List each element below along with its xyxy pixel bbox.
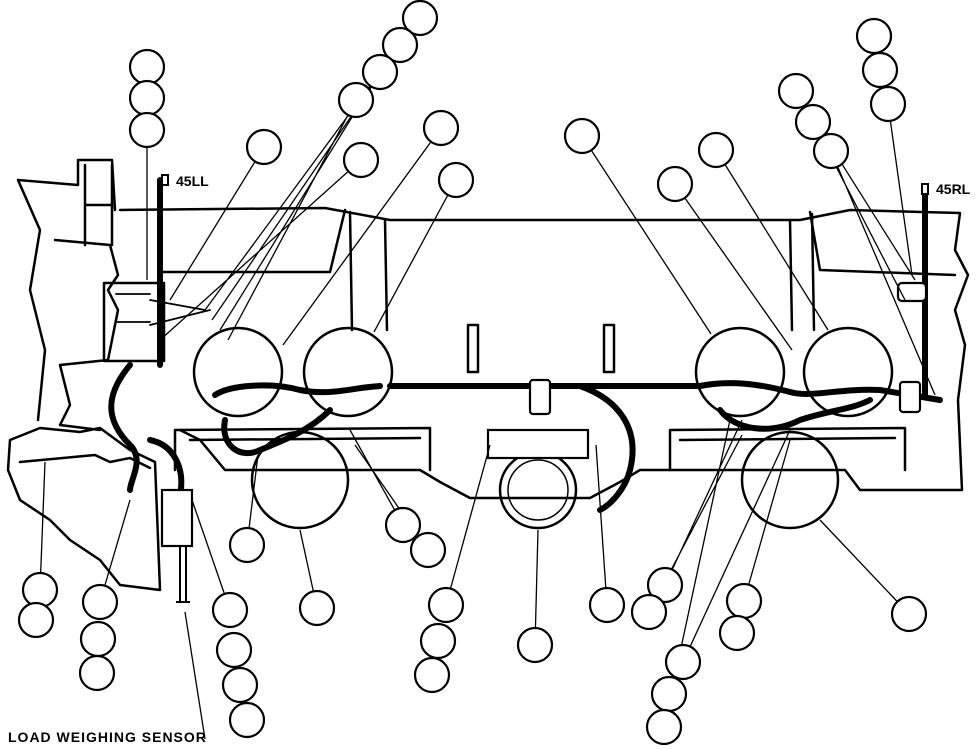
truck-frame [118, 206, 970, 500]
cable-to-sensor [147, 437, 185, 498]
leader-lines [39, 17, 936, 740]
connector-45rl-label: 45RL [936, 181, 971, 197]
clamp-upper-right [896, 281, 928, 303]
car-body-post [83, 163, 114, 247]
connector-45rl-pin [921, 183, 929, 195]
frame-pillar-left [348, 210, 389, 332]
wheel-upper-1 [192, 326, 284, 418]
wheel-upper-2 [302, 326, 394, 418]
frame-lower-rail [173, 426, 907, 472]
callout-circles [17, 0, 928, 746]
wheel-lower-2 [740, 430, 840, 530]
bracket-lower-left [6, 426, 162, 592]
motor-mount [486, 428, 590, 460]
connector-45ll-pin [161, 174, 169, 186]
wheel-upper-4 [802, 326, 894, 418]
wiring-loop-center [577, 383, 636, 513]
wheel-upper-3 [694, 326, 786, 418]
clamp-center [528, 378, 552, 416]
center-motor [498, 450, 578, 530]
wiring-loop-right [717, 397, 873, 432]
load-weighing-sensor-label: LOAD WEIGHING SENSOR [8, 729, 207, 745]
load-weighing-sensor-body [160, 488, 194, 548]
clamp-right [898, 380, 922, 414]
connector-45ll-label: 45LL [176, 173, 209, 189]
bracket-inner [18, 453, 152, 470]
frame-pillar-right [788, 212, 816, 332]
wiring-loop-left [221, 407, 333, 457]
